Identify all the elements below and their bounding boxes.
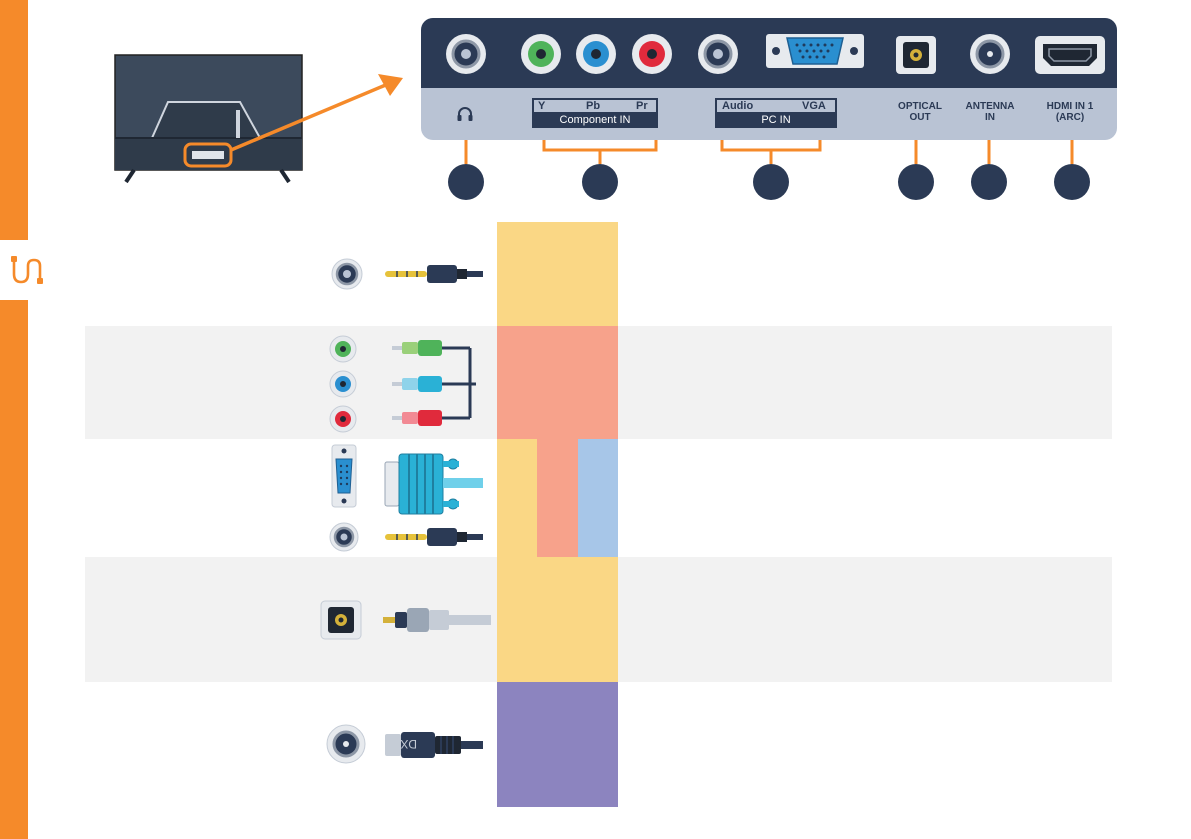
- headphone-icon: [456, 106, 474, 122]
- color-block-antenna: [497, 682, 618, 807]
- component-cable-plugs: [392, 338, 482, 430]
- color-block-optical: [497, 557, 618, 682]
- callout-bullet-optical: [898, 164, 934, 200]
- color-block-headphone: [497, 222, 618, 326]
- antenna-label-line1: ANTENNA: [955, 101, 1025, 112]
- hdmi-label-line1: HDMI IN 1: [1030, 101, 1110, 112]
- callout-bullet-component: [582, 164, 618, 200]
- side-bar-top: [0, 0, 28, 240]
- antenna-label-line2: IN: [955, 112, 1025, 123]
- audio-cable-plug: [385, 264, 485, 284]
- pc-audio-cable-plug: [385, 527, 485, 547]
- pc-title: PC IN: [715, 114, 837, 126]
- antenna-label: ANTENNA IN: [955, 101, 1025, 123]
- optical-label-line1: OPTICAL: [885, 101, 955, 112]
- optical-port-small: [320, 600, 362, 640]
- optical-label: OPTICAL OUT: [885, 101, 955, 123]
- component-pr-port: [632, 34, 672, 74]
- callout-bullet-antenna: [971, 164, 1007, 200]
- antenna-port-small: [326, 724, 366, 764]
- vga-cable-plug: [383, 452, 487, 516]
- headphone-jack-port: [331, 258, 363, 290]
- pc-letter-audio: Audio: [722, 100, 753, 112]
- optical-cable-plug: [383, 604, 493, 636]
- component-y-port: [521, 34, 561, 74]
- component-letter-y: Y: [538, 100, 545, 112]
- rca-port-blue: [330, 371, 356, 397]
- hdmi-label: HDMI IN 1 (ARC): [1030, 101, 1110, 123]
- rca-plug-green: [392, 340, 470, 356]
- cable-icon: [8, 254, 44, 288]
- pc-letter-vga: VGA: [802, 100, 826, 112]
- rca-port-red: [330, 406, 356, 432]
- component-letter-pr: Pr: [636, 100, 648, 112]
- callout-bullet-pc: [753, 164, 789, 200]
- rca-plug-blue: [392, 376, 476, 392]
- coax-cable-plug: DX: [385, 730, 485, 760]
- color-block-pc-yellow: [497, 439, 537, 557]
- svg-text:DX: DX: [400, 737, 417, 751]
- component-pb-port: [576, 34, 616, 74]
- color-block-component: [497, 326, 618, 439]
- component-rca-ports: [328, 334, 358, 434]
- color-block-pc-red: [537, 439, 578, 557]
- pc-audio-port-small: [329, 522, 359, 552]
- optical-label-line2: OUT: [885, 112, 955, 123]
- rca-plug-red: [392, 410, 470, 426]
- pc-audio-port: [698, 34, 738, 74]
- callout-bullet-headphone: [448, 164, 484, 200]
- component-title: Component IN: [532, 114, 658, 126]
- hdmi-label-line2: (ARC): [1030, 112, 1110, 123]
- tv-illustration: [100, 50, 420, 190]
- headphone-port: [446, 34, 486, 74]
- callout-bullet-hdmi: [1054, 164, 1090, 200]
- side-bar-bottom: [0, 300, 28, 839]
- hdmi-port: [1035, 36, 1105, 74]
- optical-port: [896, 36, 936, 74]
- vga-port: [766, 34, 864, 68]
- antenna-port: [970, 34, 1010, 74]
- rca-port-green: [330, 336, 356, 362]
- color-block-pc-blue: [578, 439, 618, 557]
- component-letter-pb: Pb: [586, 100, 600, 112]
- panel-ports: [421, 18, 1117, 88]
- vga-port-small: [331, 444, 357, 508]
